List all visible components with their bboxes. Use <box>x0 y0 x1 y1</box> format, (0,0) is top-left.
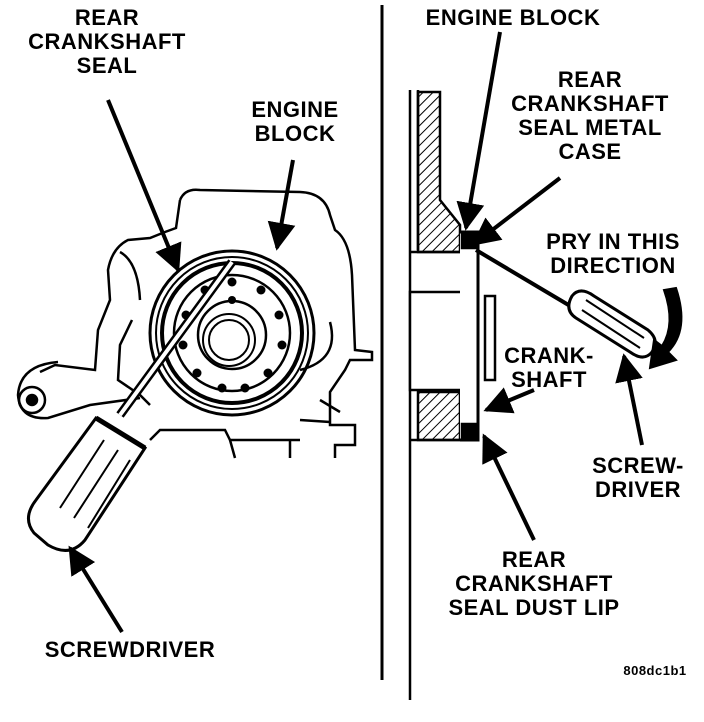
left-leaders <box>68 99 296 634</box>
label-engine-block-right: ENGINE BLOCK <box>425 5 601 30</box>
seal-outer-ring <box>148 249 316 417</box>
left-seal-assembly <box>148 249 316 417</box>
label-screwdriver-right: SCREW- DRIVER <box>592 453 684 502</box>
label-engine-block-left: ENGINE BLOCK <box>251 97 339 146</box>
seal-metal-case <box>460 230 480 442</box>
left-engine-block <box>16 188 374 459</box>
pry-direction-arrow <box>648 286 683 370</box>
flange-bolt-holes <box>178 277 287 393</box>
label-rear-crankshaft-seal-left: REAR CRANKSHAFT SEAL <box>28 5 186 78</box>
crank-flange <box>172 273 292 393</box>
label-crankshaft: CRANK- SHAFT <box>504 343 594 392</box>
label-pry-direction: PRY IN THIS DIRECTION <box>546 229 680 278</box>
left-screwdriver <box>27 259 236 552</box>
label-screwdriver-left: SCREWDRIVER <box>44 637 216 662</box>
right-leaders <box>456 31 644 541</box>
label-seal-dust-lip: REAR CRANKSHAFT SEAL DUST LIP <box>448 547 620 620</box>
figure-code: 808dc1b1 <box>623 663 687 678</box>
right-block-section <box>408 90 497 700</box>
label-seal-metal-case: REAR CRANKSHAFT SEAL METAL CASE <box>511 67 669 164</box>
